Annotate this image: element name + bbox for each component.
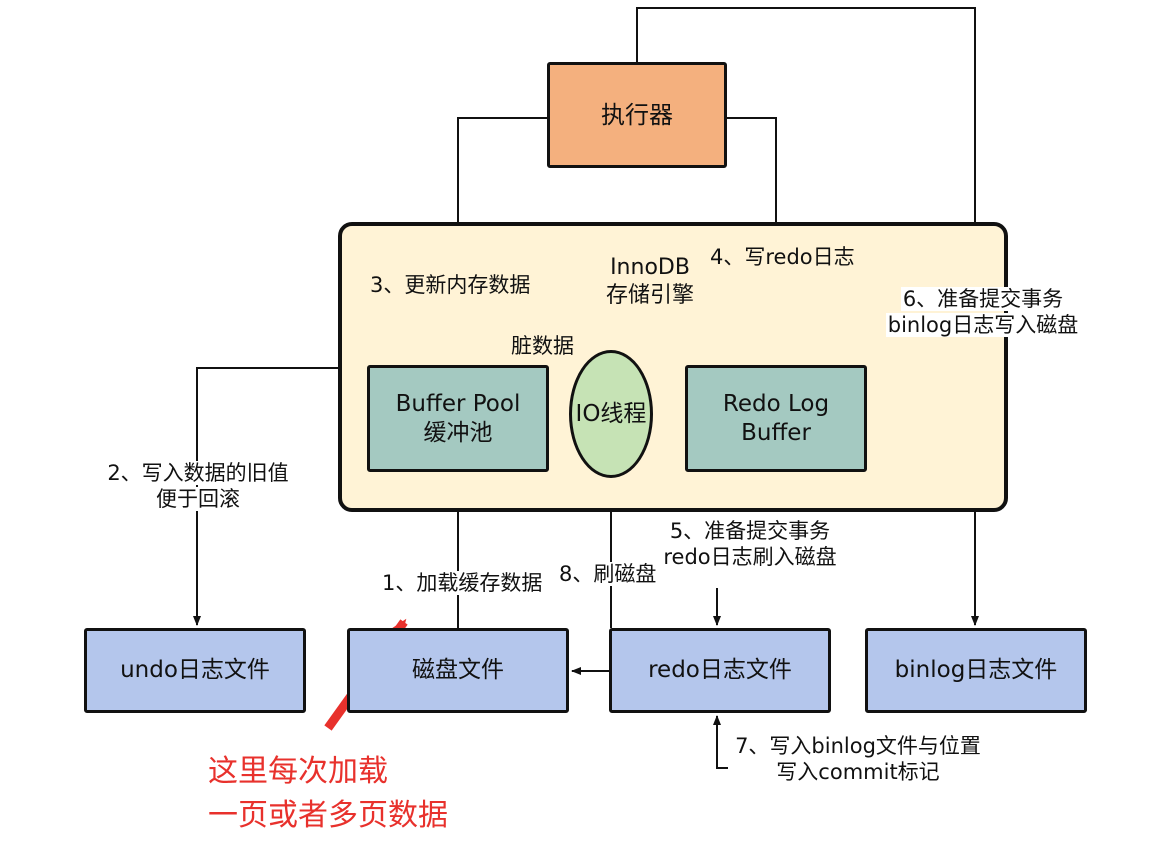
step-6-label: 6、准备提交事务 binlog日志写入磁盘: [885, 287, 1081, 338]
step-4-label: 4、写redo日志: [708, 245, 857, 269]
step-2-label: 2、写入数据的旧值 便于回滚: [105, 461, 291, 512]
page-load-annotation: 这里每次加载 一页或者多页数据: [208, 754, 448, 833]
step-3-label: 3、更新内存数据: [368, 273, 533, 297]
redo-log-file-box[interactable]: redo日志文件: [609, 628, 831, 713]
step-8-label: 8、刷磁盘: [557, 562, 659, 586]
disk-file-box[interactable]: 磁盘文件: [347, 628, 569, 713]
innodb-engine-label: InnoDB 存储引擎: [605, 255, 694, 308]
binlog-file-box[interactable]: binlog日志文件: [865, 628, 1087, 713]
executor-box[interactable]: 执行器: [547, 62, 727, 168]
executor-label: 执行器: [601, 101, 673, 129]
io-thread-circle[interactable]: IO线程: [569, 350, 653, 478]
step-1-label: 1、加载缓存数据: [380, 571, 545, 595]
commit-mark-connector: [713, 715, 728, 769]
step-7-label: 7、写入binlog文件与位置 写入commit标记: [733, 734, 983, 785]
engine-to-undo-connector: [193, 367, 338, 626]
undo-log-file-box[interactable]: undo日志文件: [84, 628, 306, 713]
buffer-pool-box[interactable]: Buffer Pool 缓冲池: [367, 365, 549, 472]
dirty-data-label: 脏数据: [509, 334, 576, 358]
redo-log-buffer-box[interactable]: Redo Log Buffer: [685, 365, 867, 472]
step-5-label: 5、准备提交事务 redo日志刷入磁盘: [661, 519, 839, 570]
